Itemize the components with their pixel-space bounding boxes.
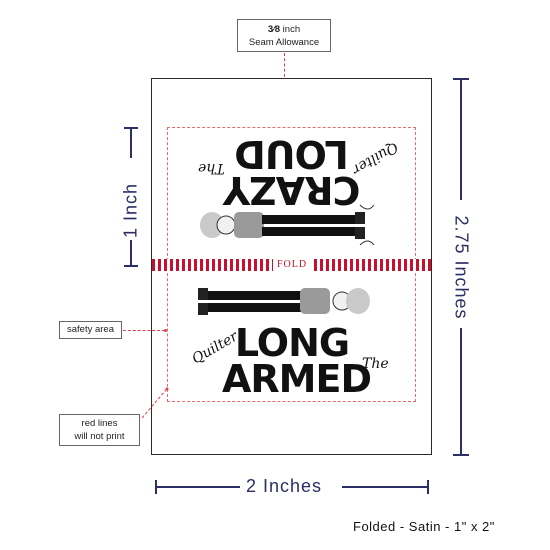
bottom-figure-illustration — [198, 288, 370, 315]
total-height-label: 2.75 Inches — [451, 215, 472, 320]
width-line-left — [156, 486, 240, 488]
red-lines-text-2: will not print — [74, 431, 125, 442]
bottom-panel-big-text: LONG ARMED — [222, 321, 372, 401]
total-height-line-lower — [460, 328, 462, 455]
safety-leader-line — [123, 330, 165, 331]
seam-fraction: 3⁄8 — [267, 24, 281, 35]
product-spec-footer: Folded - Satin - 1" x 2" — [353, 519, 495, 534]
seam-unit: inch — [282, 24, 301, 35]
one-inch-bottom-cap — [124, 265, 138, 267]
top-figure-illustration — [200, 204, 375, 246]
red-lines-text-1: red lines — [81, 418, 118, 429]
bottom-panel-word-1: LONG — [234, 321, 350, 365]
one-inch-line-upper — [130, 128, 132, 158]
safety-area-callout: safety area — [59, 321, 122, 339]
fold-label: FOLD — [273, 259, 312, 271]
one-inch-line-lower — [130, 240, 132, 266]
safety-leader-dot — [164, 329, 167, 332]
seam-allowance-callout: 3⁄8 inch Seam Allowance — [237, 19, 331, 52]
red-lines-callout: red lines will not print — [59, 414, 140, 446]
width-line-right — [342, 486, 428, 488]
top-panel-the: The — [198, 160, 225, 176]
width-right-cap — [427, 480, 429, 494]
total-height-line-upper — [460, 79, 462, 200]
red-lines-leader — [141, 387, 169, 419]
bottom-panel-word-2: ARMED — [222, 357, 372, 401]
top-panel-big-text: CRAZY LOUD — [222, 132, 362, 212]
total-height-bottom-cap — [453, 454, 469, 456]
bottom-panel-the: The — [362, 356, 389, 372]
width-label: 2 Inches — [246, 476, 323, 496]
top-panel-word-2: LOUD — [235, 132, 349, 176]
seam-label: Seam Allowance — [248, 37, 320, 48]
safety-area-text: safety area — [67, 324, 114, 335]
